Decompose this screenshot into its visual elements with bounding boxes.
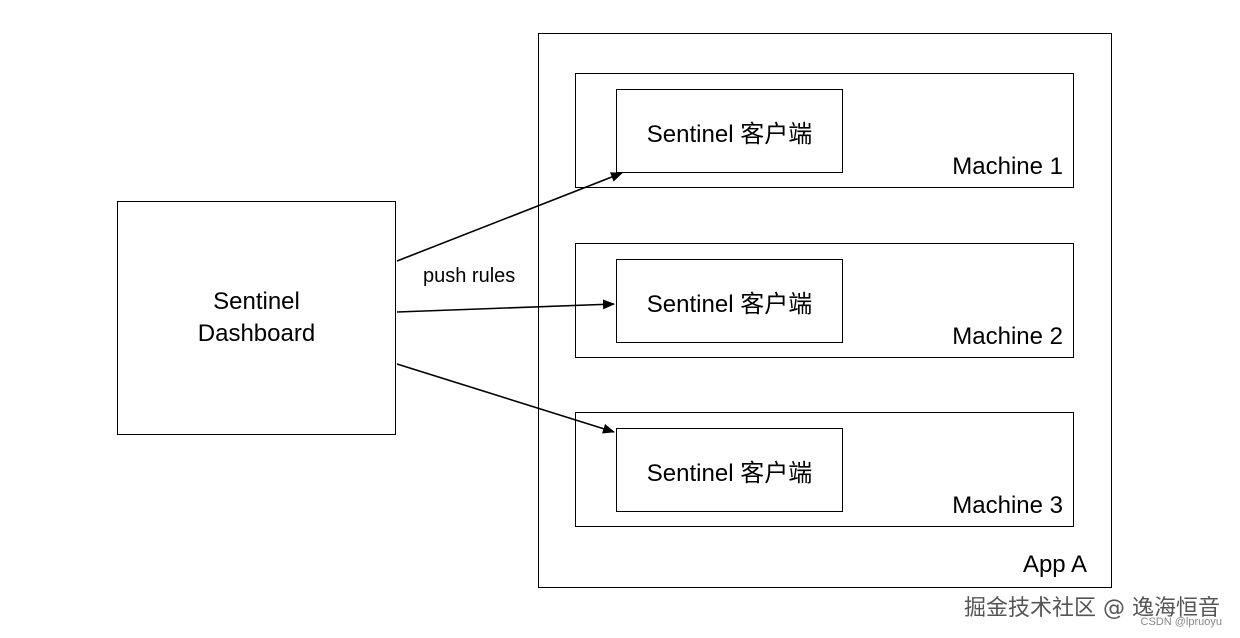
watermark-sub-text: CSDN @lpruoyu [1140,616,1222,628]
machine-2-label: Machine 2 [952,323,1063,350]
machine-1-client-box: Sentinel 客户端 [616,89,843,173]
dashboard-label-line1: Sentinel [213,288,300,315]
machine-1-client-label: Sentinel 客户端 [646,120,813,148]
dashboard-label-line2: Dashboard [197,320,316,347]
watermark-text: 掘金技术社区 @ 逸海恒音 [964,596,1220,621]
machine-3-client-label: Sentinel 客户端 [646,459,813,487]
machine-3-label: Machine 3 [952,492,1063,519]
machine-1-label: Machine 1 [952,153,1063,180]
push-rules-label: push rules [423,265,516,287]
app-label: App A [1022,551,1087,578]
machine-3-client-box: Sentinel 客户端 [616,428,843,512]
sentinel-dashboard-node: Sentinel Dashboard [117,201,396,435]
machine-2-client-box: Sentinel 客户端 [616,259,843,343]
machine-2-client-label: Sentinel 客户端 [646,290,813,318]
